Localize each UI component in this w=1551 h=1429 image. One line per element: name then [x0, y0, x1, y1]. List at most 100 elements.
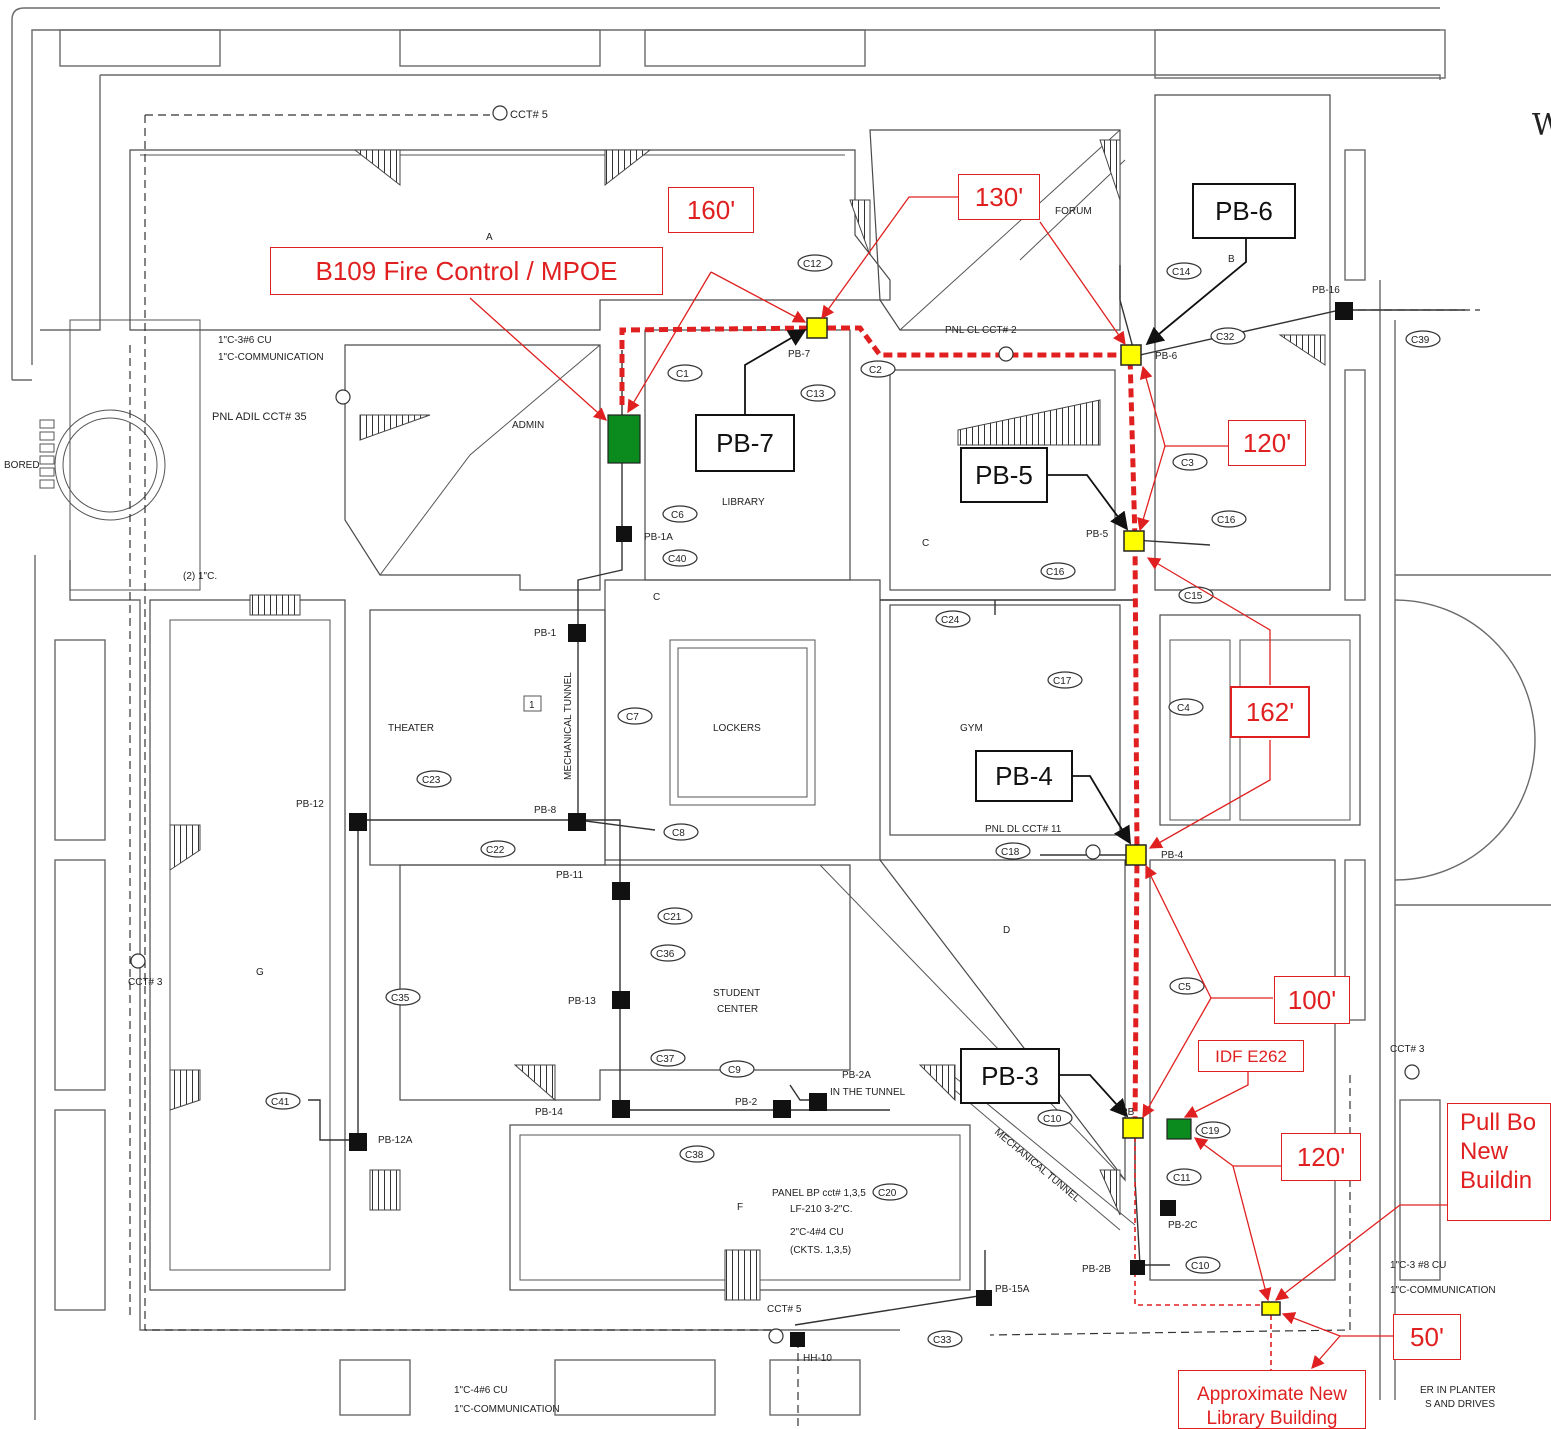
circuit-c40: C40 — [668, 554, 687, 565]
circuit-c17: C17 — [1053, 676, 1072, 687]
length-callout-100: 100' — [1274, 976, 1350, 1024]
circuit-c16-west: C16 — [1046, 567, 1065, 578]
label-pb6-small: PB-6 — [1155, 351, 1178, 362]
label-pb12a: PB-12A — [378, 1135, 413, 1146]
red-leader-lines — [469, 196, 1447, 1369]
label-building-g: G — [256, 967, 264, 978]
label-mechanical-tunnel-2: MECHANICAL TUNNEL — [992, 1127, 1082, 1205]
pull-box-pb15a — [976, 1290, 992, 1306]
label-building-c: C — [922, 538, 929, 549]
site-outline — [11, 7, 1551, 1420]
label-gym: GYM — [960, 723, 983, 734]
label-bored: BORED — [4, 460, 40, 471]
length-callout-50: 50' — [1393, 1314, 1461, 1360]
label-pb15a: PB-15A — [995, 1284, 1030, 1295]
label-cu-top-2: 1"C-COMMUNICATION — [218, 352, 324, 363]
circuit-c4: C4 — [1177, 703, 1190, 714]
label-pb2b: PB-2B — [1082, 1264, 1111, 1275]
pull-box-pb16 — [1335, 302, 1353, 320]
stair-hatches — [169, 139, 1326, 1301]
pull-box-line-1: Pull Bo — [1460, 1109, 1537, 1136]
circuit-c33: C33 — [933, 1335, 952, 1346]
pull-box-pb5-marker — [1123, 530, 1145, 552]
pull-box-pb11 — [612, 882, 630, 900]
pull-box-pb12 — [349, 813, 367, 831]
pull-box-pb13 — [612, 991, 630, 1009]
length-callout-120-top: 120' — [1228, 420, 1306, 466]
circuit-c11: C11 — [1173, 1173, 1191, 1184]
label-pnl-adil: PNL ADIL CCT# 35 — [212, 411, 307, 423]
approx-line-1: Approximate New — [1197, 1384, 1347, 1405]
label-pb14: PB-14 — [535, 1107, 563, 1118]
circuit-c37: C37 — [656, 1054, 675, 1065]
pull-box-pb1a — [616, 526, 632, 542]
pull-box-pb2 — [773, 1100, 791, 1118]
label-forum: FORUM — [1055, 206, 1092, 217]
pull-box-pb4-marker — [1125, 844, 1147, 866]
circuit-c18: C18 — [1001, 847, 1020, 858]
pull-box-pb7-marker — [806, 317, 828, 339]
pb5-callout: PB-5 — [960, 447, 1048, 503]
pull-box-pb2b — [1130, 1260, 1145, 1275]
label-cct3-left: CCT# 3 — [128, 977, 163, 988]
label-cu-bottom-2: 1"C-COMMUNICATION — [454, 1404, 560, 1415]
label-keynote-1: 1 — [529, 700, 535, 711]
idf-room — [1166, 1118, 1192, 1140]
label-panel-bp-1: PANEL BP cct# 1,3,5 — [772, 1188, 866, 1199]
label-cu-right-2: 1"C-COMMUNICATION — [1390, 1285, 1496, 1296]
label-pb7-small: PB-7 — [788, 349, 811, 360]
label-pb2a: PB-2A — [842, 1070, 871, 1081]
circuit-c41: C41 — [271, 1097, 290, 1108]
label-building-d: D — [1003, 925, 1010, 936]
handhole-hh10 — [790, 1332, 805, 1347]
circuit-c19: C19 — [1201, 1126, 1220, 1137]
pull-box-pb3-marker — [1122, 1117, 1144, 1139]
pb3-callout: PB-3 — [960, 1048, 1060, 1104]
label-planter-2: S AND DRIVES — [1425, 1399, 1495, 1410]
circuit-c10-upper: C10 — [1043, 1114, 1062, 1125]
circuit-c16-east: C16 — [1217, 515, 1236, 526]
label-pb12: PB-12 — [296, 799, 324, 810]
circuit-c9: C9 — [728, 1065, 741, 1076]
label-student: STUDENT — [713, 988, 760, 999]
pull-box-pb1 — [568, 624, 586, 642]
label-cu-right-1: 1"C-3 #8 CU — [1390, 1260, 1446, 1271]
circuit-c12: C12 — [803, 259, 822, 270]
label-mechanical-tunnel: MECHANICAL TUNNEL — [563, 672, 574, 780]
circuit-c22: C22 — [486, 845, 505, 856]
black-pull-boxes — [349, 302, 1353, 1347]
label-cct5-bottom: CCT# 5 — [767, 1304, 802, 1315]
pb6-callout: PB-6 — [1192, 183, 1296, 239]
circuit-tags: C12 C1 C2 C13 C14 C32 C39 C3 C6 C40 C16 … — [265, 254, 1441, 1348]
corner-letter: W — [1532, 108, 1551, 143]
length-callout-162: 162' — [1230, 686, 1310, 738]
pull-box-pb6-marker — [1120, 344, 1142, 366]
label-pb8: PB-8 — [534, 805, 557, 816]
label-pb1a: PB-1A — [644, 532, 673, 543]
circuit-c15: C15 — [1184, 591, 1203, 602]
new-pull-box-callout: Pull Bo New Buildin — [1447, 1103, 1551, 1221]
label-hh10: HH-10 — [803, 1353, 832, 1364]
circuit-c6: C6 — [671, 510, 684, 521]
circuit-c10-lower: C10 — [1191, 1261, 1210, 1272]
mpoe-callout: B109 Fire Control / MPOE — [270, 247, 663, 295]
new-pull-box-marker — [1261, 1301, 1281, 1316]
pull-box-line-3: Buildin — [1460, 1167, 1533, 1194]
length-callout-120-bottom: 120' — [1281, 1133, 1361, 1181]
label-theater: THEATER — [388, 723, 434, 734]
pb4-callout: PB-4 — [975, 750, 1073, 802]
circuit-c21: C21 — [663, 912, 682, 923]
label-cu-top-1: 1"C-3#6 CU — [218, 335, 272, 346]
circuit-c3: C3 — [1181, 458, 1194, 469]
circuit-c38: C38 — [685, 1150, 704, 1161]
label-pb2: PB-2 — [735, 1097, 758, 1108]
pull-box-pb2c — [1160, 1200, 1176, 1216]
label-panel-bp-2: LF-210 3-2"C. — [790, 1204, 852, 1215]
pull-box-pb2a — [809, 1093, 827, 1111]
label-c-small: C — [653, 592, 660, 603]
circuit-c23: C23 — [422, 775, 441, 786]
west-circle — [39, 319, 201, 591]
mpoe-room — [607, 414, 641, 464]
pull-box-pb14 — [612, 1100, 630, 1118]
